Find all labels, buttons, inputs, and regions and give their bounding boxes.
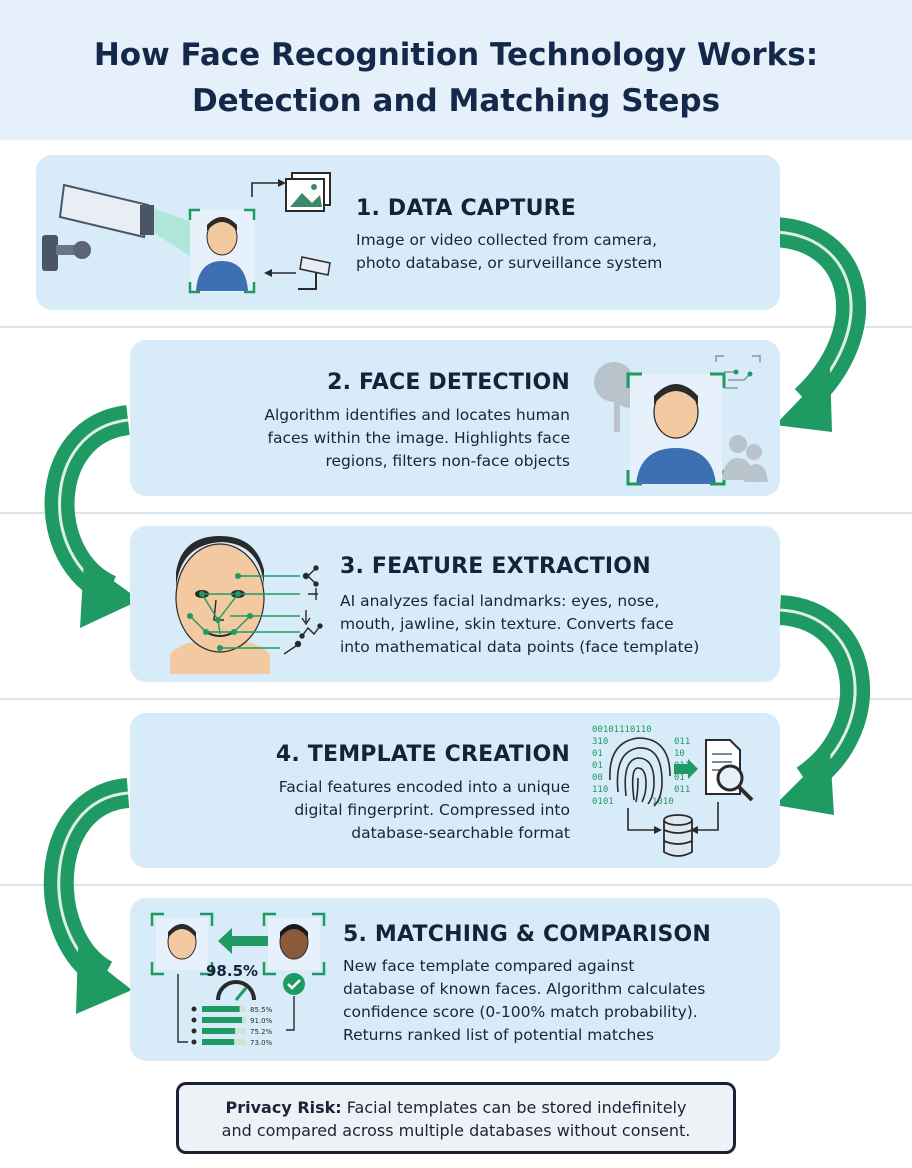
step-desc-line: AI analyzes facial landmarks: eyes, nose…	[340, 592, 660, 610]
privacy-text-1: Facial templates can be stored indefinit…	[341, 1098, 687, 1117]
checkmark-icon	[283, 973, 305, 995]
step-desc-5: New face template compared against datab…	[343, 955, 773, 1047]
step2-illustration	[594, 355, 768, 486]
user-icon	[191, 1028, 197, 1034]
user-icon	[191, 1017, 197, 1023]
step-title-1: 1. DATA CAPTURE	[356, 196, 577, 221]
step3-illustration	[170, 536, 323, 674]
step-title-4: 4. TEMPLATE CREATION	[275, 742, 570, 767]
arrowhead-icon	[775, 368, 832, 432]
flow-arrow-2-3	[44, 405, 131, 604]
step-desc-line: Returns ranked list of potential matches	[343, 1026, 654, 1044]
match-bar	[202, 1006, 240, 1012]
match-bar	[202, 1017, 243, 1023]
binary-row: 310	[592, 737, 608, 747]
divider	[0, 512, 912, 514]
binary-row: 011	[674, 785, 690, 795]
step-desc-line: faces within the image. Highlights face	[267, 429, 570, 447]
flow-arrow-1-2	[769, 217, 866, 411]
gauge-icon	[216, 980, 256, 1001]
step-desc-line: confidence score (0-100% match probabili…	[343, 1003, 698, 1021]
title-line-2: Detection and Matching Steps	[191, 83, 721, 119]
arrowhead-icon	[80, 560, 140, 628]
step-desc-2: Algorithm identifies and locates human f…	[150, 404, 570, 473]
binary-row: 1010	[652, 797, 674, 807]
person-icon	[262, 912, 326, 976]
match-score-value: 91.0%	[250, 1017, 273, 1025]
match-score-value: 73.0%	[250, 1039, 273, 1047]
binary-row: 00	[592, 773, 603, 783]
step-title-2: 2. FACE DETECTION	[327, 370, 570, 395]
match-score-value: 85.5%	[250, 1006, 273, 1014]
face-landmarks-icon	[170, 536, 300, 674]
step5-illustration: 98.5% 85.5% 91.0% 75.2% 73.0%	[150, 912, 326, 1047]
header-band	[0, 0, 912, 140]
step-desc-line: Facial features encoded into a unique	[278, 778, 570, 796]
divider	[0, 326, 912, 328]
step-desc-line: database-searchable format	[351, 824, 570, 842]
step-desc-line: regions, filters non-face objects	[325, 452, 570, 470]
binary-row: 110	[592, 785, 608, 795]
match-bar	[202, 1028, 236, 1034]
data-node-icon	[283, 565, 323, 655]
step-desc-line: New face template compared against	[343, 957, 635, 975]
flow-arrow-3-4	[778, 595, 871, 793]
step1-illustration	[42, 172, 331, 294]
divider	[0, 884, 912, 886]
small-camera-icon	[298, 256, 331, 290]
step-desc-3: AI analyzes facial landmarks: eyes, nose…	[340, 590, 775, 659]
person-icon	[150, 912, 214, 976]
arrowhead-icon	[775, 750, 834, 815]
document-search-icon	[705, 739, 754, 802]
database-icon	[663, 814, 693, 857]
privacy-line-1: Privacy Risk: Facial templates can be st…	[179, 1096, 733, 1119]
person-icon	[188, 208, 256, 294]
binary-row: 10	[674, 749, 685, 759]
divider	[0, 698, 912, 700]
step-desc-line: database of known faces. Algorithm calcu…	[343, 980, 706, 998]
arrowhead-icon	[76, 948, 132, 1014]
step-desc-line: mouth, jawline, skin texture. Converts f…	[340, 615, 674, 633]
step-desc-4: Facial features encoded into a unique di…	[170, 776, 570, 845]
step-desc-line: photo database, or surveillance system	[356, 254, 663, 272]
group-icon	[722, 435, 768, 482]
user-icon	[191, 1006, 197, 1012]
binary-row: 011	[674, 737, 690, 747]
privacy-label: Privacy Risk:	[225, 1098, 342, 1117]
user-icon	[191, 1039, 197, 1045]
step-desc-line: Algorithm identifies and locates human	[264, 406, 570, 424]
step-desc-line: into mathematical data points (face temp…	[340, 638, 700, 656]
privacy-text-2: and compared across multiple databases w…	[221, 1121, 691, 1140]
step-desc-line: Image or video collected from camera,	[356, 231, 658, 249]
privacy-note: Privacy Risk: Facial templates can be st…	[176, 1082, 736, 1154]
circuit-icon	[715, 355, 761, 389]
step-desc-line: digital fingerprint. Compressed into	[294, 801, 570, 819]
step-title-5: 5. MATCHING & COMPARISON	[343, 922, 712, 947]
step-desc-1: Image or video collected from camera, ph…	[356, 229, 766, 275]
person-icon	[626, 372, 726, 486]
binary-row: 01	[674, 773, 685, 783]
match-score-value: 75.2%	[250, 1028, 273, 1036]
binary-row: 0101	[592, 797, 614, 807]
fingerprint-icon	[609, 737, 671, 807]
match-bar	[202, 1039, 235, 1045]
flow-arrow-4-5	[43, 778, 131, 989]
step4-illustration: 00101110110 310 011 01 10 01 011 00 01 1…	[592, 725, 754, 857]
binary-row: 01	[592, 749, 603, 759]
match-score-label: 98.5%	[206, 962, 258, 980]
binary-row: 00101110110	[592, 725, 652, 735]
step-title-3: 3. FEATURE EXTRACTION	[340, 554, 651, 579]
ranked-match-list: 85.5% 91.0% 75.2% 73.0%	[191, 1006, 273, 1047]
page-title: How Face Recognition Technology Works: D…	[0, 32, 912, 124]
title-line-1: How Face Recognition Technology Works:	[93, 37, 819, 73]
binary-row: 01	[592, 761, 603, 771]
photo-icon	[285, 172, 331, 212]
